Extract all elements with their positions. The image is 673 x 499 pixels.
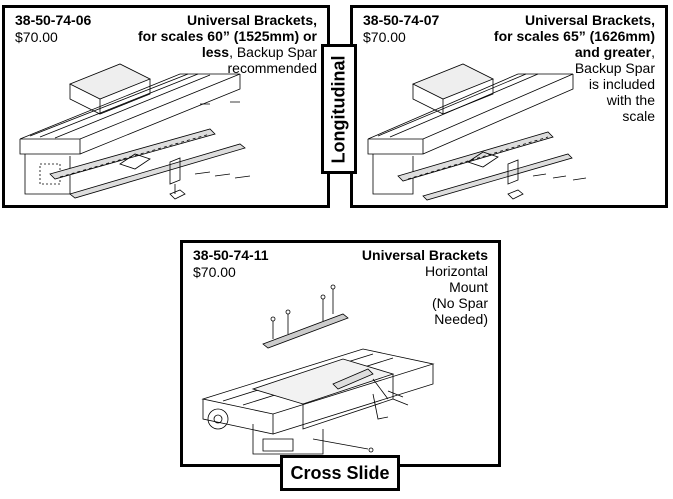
longitudinal-label: Longitudinal <box>321 44 357 174</box>
description-bold: Universal Brackets <box>361 247 488 263</box>
description-bold: Universal Brackets, for scales 60” (1525… <box>138 12 317 60</box>
product-description: Universal Brackets, for scales 65” (1626… <box>494 12 655 124</box>
product-card-38-50-74-07: 38-50-74-07 $70.00 Universal Brackets, f… <box>350 5 668 208</box>
bracket-installation-drawing <box>367 63 587 201</box>
part-number: 38-50-74-11 <box>193 247 269 263</box>
product-description: Universal Brackets Horizontal Mount (No … <box>362 247 488 327</box>
cross-slide-label: Cross Slide <box>280 455 400 491</box>
longitudinal-text: Longitudinal <box>328 55 349 163</box>
description-plain: , Backup Spar is included with the scale <box>574 44 655 124</box>
part-number: 38-50-74-07 <box>363 12 440 28</box>
description-plain: , Backup Spar recommended <box>227 44 318 76</box>
product-description: Universal Brackets, for scales 60” (1525… <box>138 12 317 76</box>
bracket-installation-drawing <box>19 63 251 200</box>
part-number: 38-50-74-06 <box>15 12 92 28</box>
price: $70.00 <box>363 29 406 45</box>
price: $70.00 <box>193 264 236 280</box>
description-plain: Horizontal Mount (No Spar Needed) <box>424 263 488 327</box>
cross-slide-drawing <box>201 284 435 455</box>
description-bold: Universal Brackets, for scales 65” (1626… <box>493 12 655 60</box>
price: $70.00 <box>15 29 58 45</box>
product-card-38-50-74-06: 38-50-74-06 $70.00 Universal Brackets, f… <box>2 5 330 208</box>
product-card-38-50-74-11: 38-50-74-11 $70.00 Universal Brackets Ho… <box>180 240 501 467</box>
